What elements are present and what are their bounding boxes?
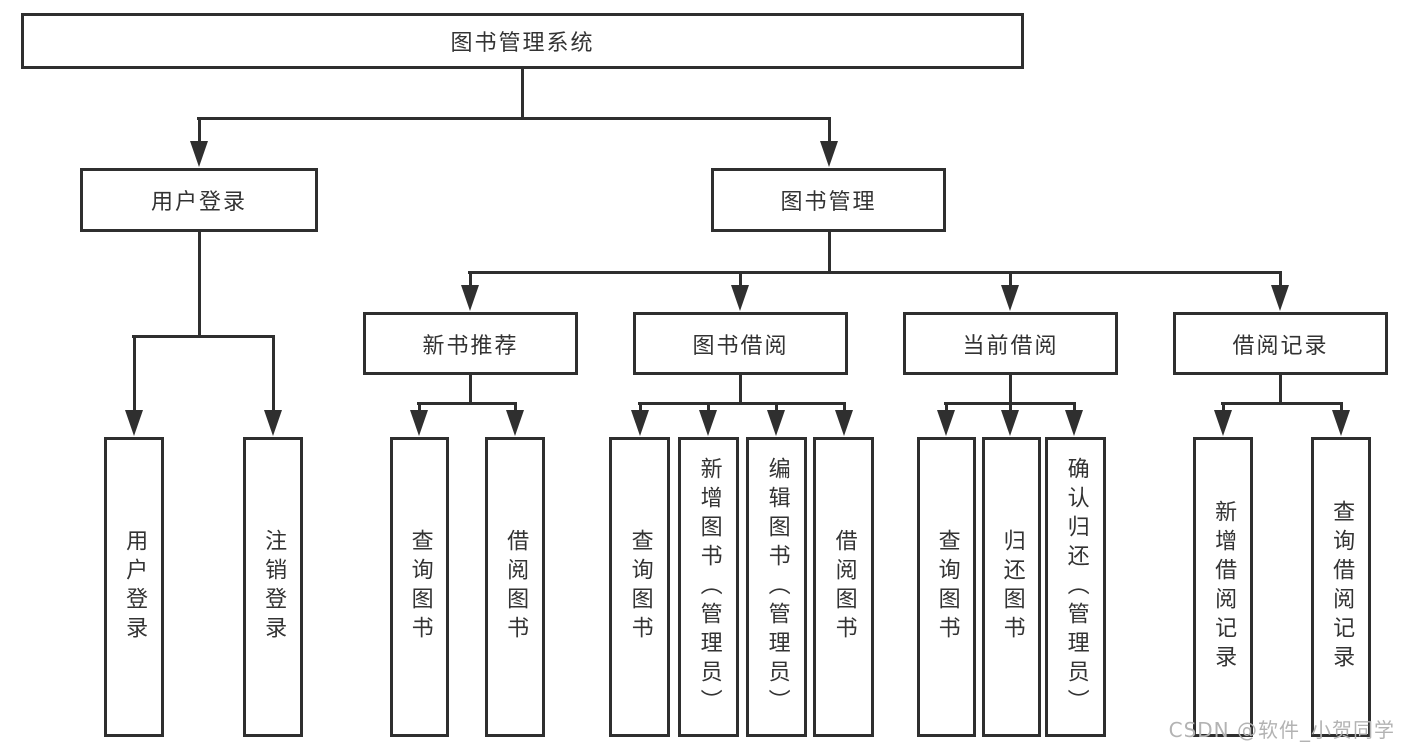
connector-line-horizontal: [944, 401, 1076, 405]
connector-line-vertical: [468, 375, 472, 405]
connector-line-vertical: [468, 271, 472, 290]
connector-line-vertical: [1339, 402, 1343, 414]
leaf-query-books-recommend: 查询图书: [390, 437, 449, 737]
arrowhead-down-icon: [506, 410, 524, 436]
arrowhead-down-icon: [461, 285, 479, 311]
node-label: 图书借阅: [692, 333, 789, 359]
connector-line-vertical: [1072, 402, 1076, 414]
node-new-book-recommendation: 新书推荐: [363, 312, 578, 375]
node-label: 归还图书: [999, 529, 1025, 645]
arrowhead-down-icon: [937, 410, 955, 436]
arrowhead-down-icon: [264, 410, 282, 436]
connector-line-vertical: [774, 402, 778, 414]
connector-line-vertical: [271, 335, 275, 414]
watermark: CSDN @软件_小贺同学: [1168, 718, 1395, 742]
node-label: 新书推荐: [422, 333, 519, 359]
node-library-management-system: 图书管理系统: [21, 13, 1024, 69]
connector-line-vertical: [1278, 375, 1282, 405]
connector-line-vertical: [738, 271, 742, 290]
connector-line-vertical: [827, 232, 831, 274]
connector-line-horizontal: [638, 401, 846, 405]
node-label: 新增图书（管理员）: [696, 456, 722, 718]
arrowhead-down-icon: [731, 285, 749, 311]
connector-line-vertical: [638, 402, 642, 414]
leaf-query-borrow-record: 查询借阅记录: [1311, 437, 1371, 737]
node-book-borrowing: 图书借阅: [633, 312, 848, 375]
node-label: 借阅图书: [831, 529, 857, 645]
node-label: 查询借阅记录: [1329, 500, 1355, 674]
node-label: 查询图书: [407, 529, 433, 645]
connector-line-vertical: [520, 69, 524, 120]
node-label: 当前借阅: [962, 333, 1059, 359]
connector-line-vertical: [1008, 402, 1012, 414]
connector-line-vertical: [944, 402, 948, 414]
connector-line-vertical: [1278, 271, 1282, 290]
node-label: 借阅记录: [1232, 333, 1329, 359]
node-label: 新增借阅记录: [1211, 500, 1237, 674]
node-label: 确认归还（管理员）: [1063, 456, 1089, 718]
leaf-query-books-current: 查询图书: [917, 437, 976, 737]
arrowhead-down-icon: [1065, 410, 1083, 436]
connector-line-horizontal: [197, 116, 831, 120]
node-label: 图书管理: [780, 190, 877, 215]
node-current-borrowing: 当前借阅: [903, 312, 1118, 375]
arrowhead-down-icon: [1001, 410, 1019, 436]
leaf-confirm-return-admin: 确认归还（管理员）: [1045, 437, 1106, 737]
leaf-borrow-books: 借阅图书: [813, 437, 874, 737]
connector-line-vertical: [1221, 402, 1225, 414]
connector-line-vertical: [842, 402, 846, 414]
connector-line-vertical: [197, 117, 201, 146]
connector-line-vertical: [197, 232, 201, 338]
connector-line-vertical: [513, 402, 517, 414]
leaf-user-login: 用户登录: [104, 437, 164, 737]
connector-line-vertical: [1008, 375, 1012, 405]
arrowhead-down-icon: [125, 410, 143, 436]
connector-line-horizontal: [1221, 401, 1343, 405]
leaf-add-books-admin: 新增图书（管理员）: [678, 437, 739, 737]
node-label: 注销登录: [261, 529, 287, 645]
arrowhead-down-icon: [699, 410, 717, 436]
leaf-edit-books-admin: 编辑图书（管理员）: [746, 437, 807, 737]
node-book-management-branch: 图书管理: [711, 168, 946, 232]
leaf-add-borrow-record: 新增借阅记录: [1193, 437, 1253, 737]
connector-line-vertical: [132, 335, 136, 414]
connector-line-horizontal: [468, 270, 1282, 274]
arrowhead-down-icon: [1214, 410, 1232, 436]
leaf-return-books: 归还图书: [982, 437, 1041, 737]
connector-line-vertical: [738, 375, 742, 405]
leaf-query-books-borrow: 查询图书: [609, 437, 670, 737]
leaf-borrow-books-recommend: 借阅图书: [485, 437, 545, 737]
node-label: 借阅图书: [503, 529, 529, 645]
connector-line-vertical: [827, 117, 831, 146]
connector-line-vertical: [417, 402, 421, 414]
arrowhead-down-icon: [767, 410, 785, 436]
node-borrowing-records: 借阅记录: [1173, 312, 1388, 375]
node-user-login-branch: 用户登录: [80, 168, 318, 232]
connector-line-vertical: [706, 402, 710, 414]
arrowhead-down-icon: [1001, 285, 1019, 311]
node-label: 编辑图书（管理员）: [764, 456, 790, 718]
node-label: 用户登录: [122, 529, 148, 645]
arrowhead-down-icon: [820, 141, 838, 167]
node-label: 用户登录: [150, 190, 247, 215]
connector-line-horizontal: [417, 401, 517, 405]
arrowhead-down-icon: [1271, 285, 1289, 311]
node-label: 查询图书: [934, 529, 960, 645]
arrowhead-down-icon: [410, 410, 428, 436]
node-label: 查询图书: [627, 529, 653, 645]
arrowhead-down-icon: [631, 410, 649, 436]
arrowhead-down-icon: [835, 410, 853, 436]
arrowhead-down-icon: [190, 141, 208, 167]
connector-line-vertical: [1008, 271, 1012, 290]
leaf-logout: 注销登录: [243, 437, 303, 737]
arrowhead-down-icon: [1332, 410, 1350, 436]
node-label: 图书管理系统: [450, 31, 595, 56]
connector-line-horizontal: [132, 334, 275, 338]
